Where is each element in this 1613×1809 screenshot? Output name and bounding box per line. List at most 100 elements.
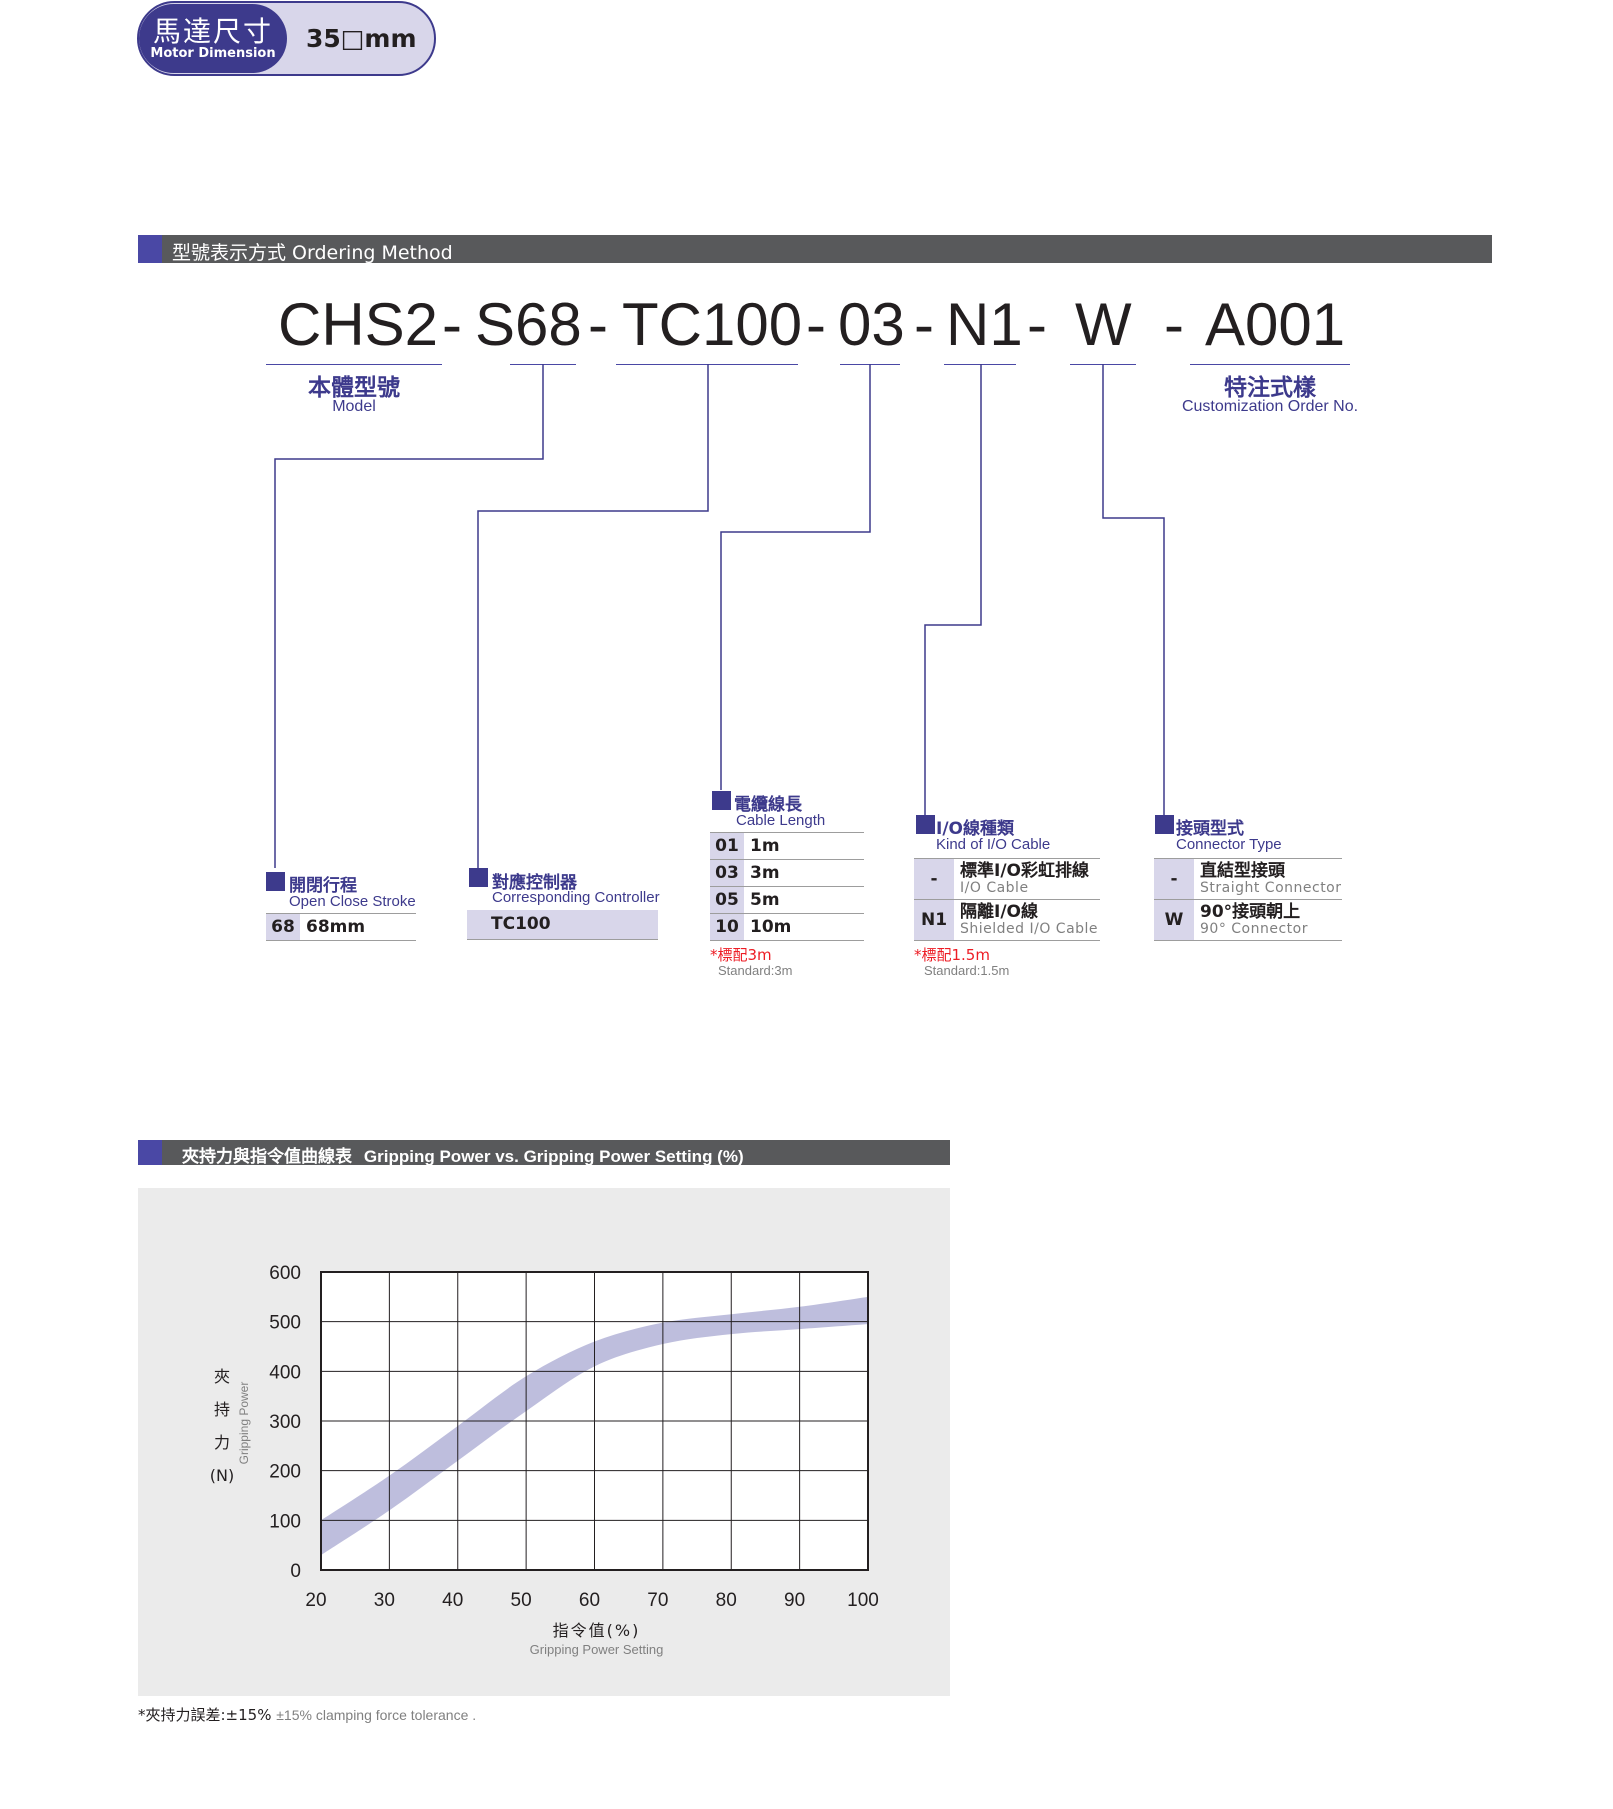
footnote-zh: *夾持力誤差:±15% [138, 1706, 272, 1724]
io-code: - [930, 869, 938, 889]
x-tick-label: 20 [305, 1590, 326, 1611]
x-tick-label: 40 [442, 1590, 463, 1611]
y-tick-label: 0 [290, 1561, 301, 1582]
code-dash: - [588, 291, 608, 358]
table-row: N1 [914, 900, 954, 941]
x-tick-label: 100 [847, 1590, 879, 1611]
code-part-cable-length: 03 [838, 291, 905, 358]
motor-dimension-title-en: Motor Dimension [150, 46, 276, 61]
code-dash: - [1164, 291, 1184, 358]
code-part-stroke: S68 [475, 291, 582, 358]
custom-label-zh: 特注式樣 [1224, 375, 1316, 401]
connector-lines [274, 364, 1165, 868]
x-axis-label-en: Gripping Power Setting [530, 1642, 664, 1657]
x-tick-label: 50 [511, 1590, 532, 1611]
x-axis-label: 指令值(%) [553, 1621, 641, 1640]
cable-length-marker [712, 791, 731, 810]
io-cable-note-en: Standard:1.5m [924, 963, 1010, 978]
connector-name-zh: 直結型接頭 [1200, 861, 1285, 881]
cable-length-note-en: Standard:3m [718, 963, 793, 978]
chart-title-en: Gripping Power vs. Gripping Power Settin… [363, 1147, 744, 1166]
code-dash: - [806, 291, 826, 358]
io-cable-title: I/O線種類 [936, 819, 1014, 839]
underline-custom [1190, 364, 1350, 365]
stroke-subtitle: Open Close Stroke [289, 893, 416, 910]
y-tick-label: 100 [269, 1511, 301, 1532]
cable-code: 01 [710, 832, 744, 860]
plot-frame [320, 1271, 869, 1571]
model-label-zh: 本體型號 [308, 375, 400, 401]
y-axis-label-en: Gripping Power [237, 1382, 251, 1465]
chart-section-bar: 夾持力與指令值曲線表 Gripping Power vs. Gripping P… [138, 1140, 950, 1167]
line-connector [1102, 364, 1165, 815]
io-code: N1 [920, 910, 948, 930]
section-marker [138, 1140, 162, 1165]
footnote-en: ±15% clamping force tolerance . [276, 1707, 477, 1723]
section-marker [138, 235, 162, 263]
io-name-zh: 隔離I/O線 [960, 902, 1038, 922]
chart-title-zh: 夾持力與指令值曲線表 [182, 1147, 352, 1167]
x-tick-label: 70 [647, 1590, 668, 1611]
stroke-marker [266, 872, 285, 891]
connector-title: 接頭型式 [1176, 819, 1244, 839]
cable-code: 05 [710, 886, 744, 914]
table-row: 68 68mm [266, 913, 416, 941]
code-part-io-cable: N1 [946, 291, 1023, 358]
table-row: 90°接頭朝上 90° Connector [1194, 900, 1342, 941]
underline-controller [616, 364, 798, 365]
table-row: - [914, 859, 954, 900]
io-name-en: I/O Cable [960, 880, 1029, 896]
code-part-model: CHS2 [278, 291, 439, 358]
table-row: W [1154, 900, 1194, 941]
line-cable-length [720, 364, 871, 790]
cable-length-subtitle: Cable Length [736, 812, 826, 829]
connector-marker [1155, 815, 1174, 834]
code-dash: - [1027, 291, 1047, 358]
ordering-method-bar: 型號表示方式 Ordering Method [138, 235, 1492, 264]
y-tick-label: 400 [269, 1362, 301, 1383]
motor-dimension-title-zh: 馬達尺寸 [152, 15, 273, 48]
underline-model [266, 364, 442, 365]
y-tick-label: 300 [269, 1412, 301, 1433]
y-axis-label-char: 夾 [214, 1367, 230, 1386]
code-part-connector: W [1075, 291, 1132, 358]
code-dash: - [914, 291, 934, 358]
cable-length-note-zh: *標配3m [710, 946, 772, 964]
controller-subtitle: Corresponding Controller [492, 889, 660, 906]
io-name-en: Shielded I/O Cable [960, 921, 1099, 937]
y-axis-label-char: 力 [214, 1433, 230, 1452]
controller-title: 對應控制器 [492, 873, 577, 893]
x-tick-label: 60 [579, 1590, 600, 1611]
connector-code: - [1170, 869, 1178, 889]
connector-subtitle: Connector Type [1176, 836, 1282, 853]
table-row: 直結型接頭 Straight Connector [1194, 859, 1342, 900]
connector-name-en: Straight Connector [1200, 880, 1342, 896]
y-tick-label: 200 [269, 1462, 301, 1483]
table-row: - [1154, 859, 1194, 900]
y-tick-label: 600 [269, 1263, 301, 1284]
line-controller [477, 364, 709, 868]
stroke-title: 開閉行程 [289, 876, 357, 896]
io-cable-note-zh: *標配1.5m [914, 946, 990, 964]
x-tick-label: 80 [716, 1590, 737, 1611]
io-cable-table: - 標準I/O彩虹排線 I/O Cable N1 隔離I/O線 Shielded… [914, 858, 1100, 941]
x-tick-label: 30 [374, 1590, 395, 1611]
connector-code: W [1164, 910, 1184, 930]
motor-size-value: 35□mm [306, 24, 417, 53]
custom-label-en: Customization Order No. [1181, 398, 1359, 415]
io-cable-marker [916, 815, 935, 834]
ordering-method-title: 型號表示方式 Ordering Method [172, 242, 453, 264]
cable-code: 03 [710, 859, 744, 887]
cable-value: 5m [744, 886, 864, 914]
cable-code: 10 [710, 913, 744, 941]
underline-io-cable [944, 364, 1016, 365]
cable-value: 3m [744, 859, 864, 887]
connector-table: - 直結型接頭 Straight Connector W 90°接頭朝上 90°… [1154, 858, 1342, 941]
controller-row: TC100 [467, 910, 658, 940]
